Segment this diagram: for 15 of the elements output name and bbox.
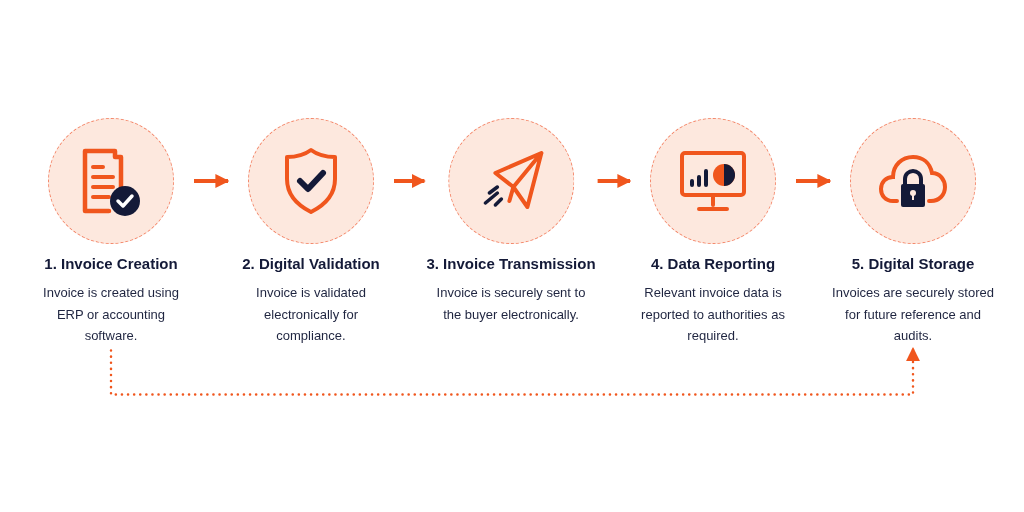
arrow [194,174,230,188]
step-title: 1. Invoice Creation [44,254,178,274]
dotted-return-arrow [109,347,920,396]
step-title: 5. Digital Storage [851,254,975,274]
step-title: 3. Invoice Transmission [426,254,596,274]
step-description: Invoice is created using ERP or accounting software. [42,284,180,345]
step-description: Invoices are securely stored for future reference and audits. [832,284,994,345]
arrow [394,174,426,188]
arrow [796,174,832,188]
step-description: Invoice is validated electronically for compliance. [255,284,367,345]
step-title: 4. Data Reporting [650,254,776,274]
arrow [597,174,632,188]
step-description: Invoice is securely sent to the buyer electronically. [435,284,587,324]
step-title: 2. Digital Validation [242,254,380,274]
step-description: Relevant invoice data is reported to authorities as required. [640,284,786,345]
